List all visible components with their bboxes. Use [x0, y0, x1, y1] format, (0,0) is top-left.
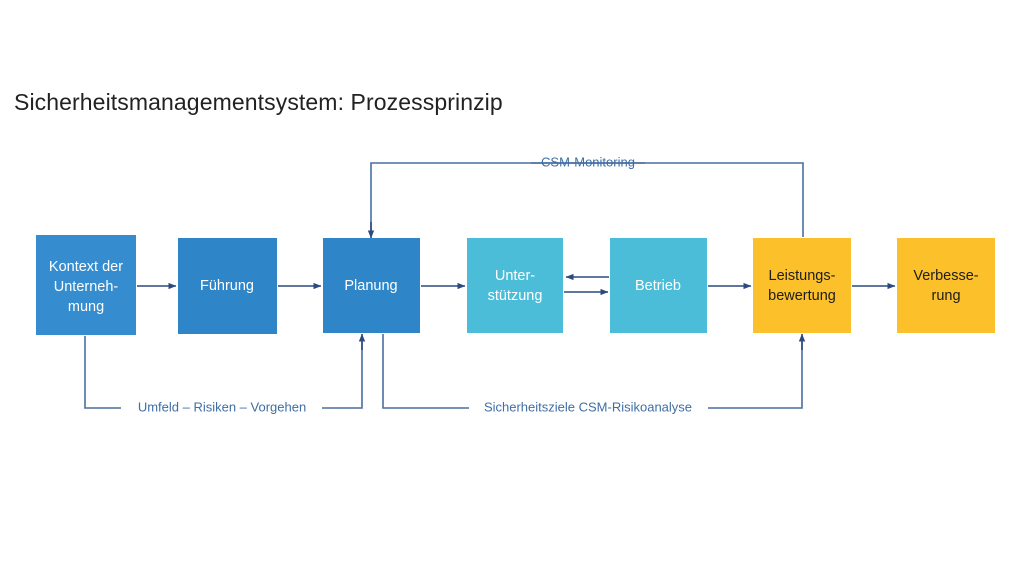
node-label-line: Leistungs- — [769, 268, 836, 284]
edge-umfeld-left-segment — [84, 336, 121, 409]
edge-label-sicherheitsziele: Sicherheitsziele CSM-Risikoanalyse — [484, 399, 692, 414]
node-kontext-der-unternehmung[interactable]: Kontext der Unterneh- mung — [36, 235, 136, 335]
node-box — [897, 238, 995, 333]
node-fuehrung[interactable]: Führung — [178, 238, 277, 334]
node-label-line: stützung — [488, 288, 543, 304]
edge-sicherheitsziele-right-segment — [708, 342, 803, 409]
node-box — [323, 238, 420, 333]
node-label-line: Planung — [344, 278, 397, 294]
node-label-line: Verbesse- — [913, 268, 978, 284]
node-box — [178, 238, 277, 334]
node-betrieb[interactable]: Betrieb — [610, 238, 707, 333]
node-unterstuetzung[interactable]: Unter- stützung — [467, 238, 563, 333]
node-verbesserung[interactable]: Verbesse- rung — [897, 238, 995, 333]
node-box — [36, 235, 136, 335]
node-label-line: Unterneh- — [54, 279, 119, 295]
edge-csm-monitoring-right-segment — [531, 162, 804, 237]
node-label-line: Betrieb — [635, 278, 681, 294]
edge-csm-monitoring-left-segment — [370, 162, 645, 232]
page-title: Sicherheitsmanagementsystem: Prozessprin… — [14, 89, 503, 115]
edge-label-umfeld: Umfeld – Risiken – Vorgehen — [138, 399, 306, 414]
node-leistungsbewertung[interactable]: Leistungs- bewertung — [753, 238, 851, 333]
node-label-line: Kontext der — [49, 259, 123, 275]
node-label-line: Unter- — [495, 268, 535, 284]
node-label-line: mung — [68, 299, 104, 315]
node-box — [753, 238, 851, 333]
edge-umfeld-right-segment — [322, 342, 363, 409]
node-planung[interactable]: Planung — [323, 238, 420, 333]
node-box — [610, 238, 707, 333]
node-label-line: bewertung — [768, 288, 836, 304]
edge-sicherheitsziele-left-segment — [382, 334, 469, 409]
edge-label-csm-monitoring: CSM-Monitoring — [541, 154, 635, 169]
node-box — [467, 238, 563, 333]
node-label-line: Führung — [200, 278, 254, 294]
node-label-line: rung — [931, 288, 960, 304]
